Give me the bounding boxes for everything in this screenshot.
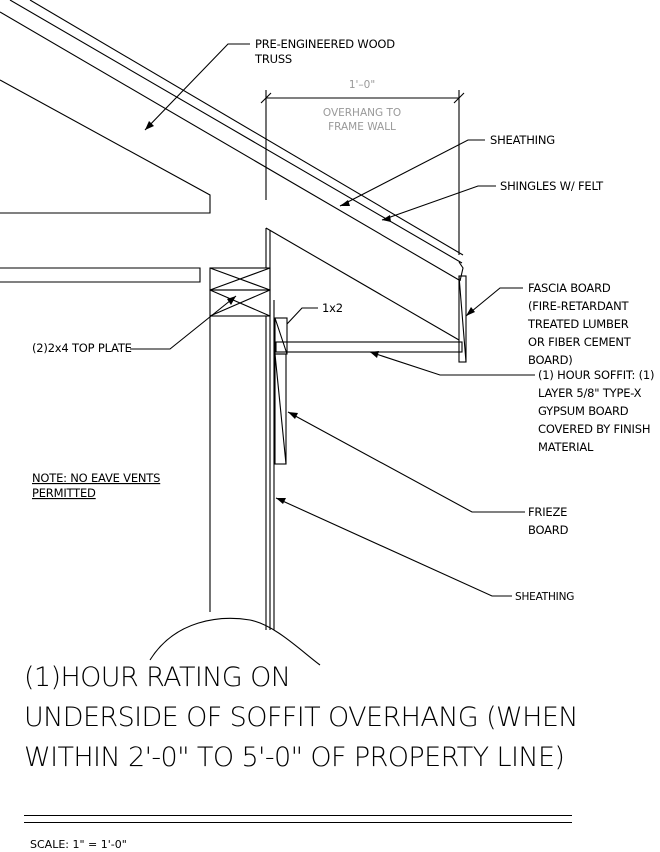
label-fascia-4: OR FIBER CEMENT	[528, 335, 632, 349]
arrow-fascia	[466, 307, 475, 316]
leader-1x2	[286, 307, 318, 325]
leader-sheathing-top	[339, 139, 485, 207]
label-soffit-3: GYPSUM BOARD	[538, 404, 629, 418]
label-top-plate: (2)2x4 TOP PLATE	[32, 341, 132, 355]
ceiling-joist	[0, 267, 201, 283]
frieze-break	[274, 353, 287, 465]
top-plate-lower-x	[209, 289, 271, 317]
label-soffit-4: COVERED BY FINISH	[538, 422, 650, 436]
title-rule-thin	[24, 822, 572, 823]
label-one-by-two: 1x2	[322, 301, 343, 315]
dimension-tick-right	[453, 92, 465, 104]
title-line-1: (1)HOUR RATING ON	[24, 662, 291, 693]
rafter-end	[458, 261, 464, 282]
leader-sheathing-bottom	[275, 497, 512, 597]
title-line-3: WITHIN 2'-0" TO 5'-0" OF PROPERTY LINE)	[24, 742, 565, 773]
label-dimension: 1'–0"	[349, 79, 375, 91]
soffit-board	[275, 341, 463, 353]
label-frieze-2: BOARD	[528, 523, 569, 537]
title-line-2: UNDERSIDE OF SOFFIT OVERHANG (WHEN	[24, 702, 579, 733]
label-overhang-2: FRAME WALL	[328, 121, 396, 133]
label-note-1: NOTE: NO EAVE VENTS	[32, 471, 160, 485]
label-frieze-1: FRIEZE	[528, 505, 567, 519]
wall-sheathing	[269, 230, 275, 630]
leader-soffit	[369, 351, 535, 376]
label-soffit-2: LAYER 5/8" TYPE-X	[538, 386, 642, 400]
top-plate-upper-x	[209, 267, 271, 291]
break-line	[149, 617, 321, 666]
label-shingles: SHINGLES W/ FELT	[500, 179, 604, 193]
leader-frieze	[287, 411, 525, 513]
scale-note: SCALE: 1" = 1'-0"	[30, 838, 127, 851]
leader-truss	[144, 43, 250, 131]
label-overhang-1: OVERHANG TO	[323, 107, 401, 119]
leader-top-plate	[130, 295, 237, 350]
label-sheathing-top: SHEATHING	[490, 133, 555, 147]
arrow-sheathing-bottom	[276, 498, 286, 504]
arrow-soffit	[370, 351, 379, 358]
one-by-two-x	[274, 317, 288, 355]
arrow-truss	[145, 121, 154, 130]
label-fascia-1: FASCIA BOARD	[528, 281, 611, 295]
truss-web	[0, 79, 211, 214]
frieze-board	[274, 353, 287, 465]
leader-fascia	[465, 287, 523, 317]
rafter-tail	[265, 227, 460, 341]
arrow-top-plate	[227, 296, 236, 305]
stud-wall	[209, 316, 267, 630]
label-fascia-5: BOARD)	[528, 353, 573, 367]
dimension-line	[265, 90, 460, 255]
label-fascia-2: (FIRE-RETARDANT	[528, 299, 629, 313]
fascia-break	[458, 275, 467, 363]
label-note-2: PERMITTED	[32, 486, 96, 500]
fascia-board	[458, 275, 467, 363]
label-soffit-1: (1) HOUR SOFFIT: (1)	[538, 368, 654, 382]
leader-shingles	[381, 185, 496, 221]
label-truss-2: TRUSS	[254, 52, 292, 66]
title-rule-thick	[24, 815, 572, 816]
dimension-tick-left	[260, 92, 272, 104]
label-fascia-3: TREATED LUMBER	[527, 317, 629, 331]
arrow-frieze	[288, 412, 298, 419]
label-truss-1: PRE-ENGINEERED WOOD	[255, 37, 395, 51]
label-soffit-5: MATERIAL	[538, 440, 594, 454]
arrow-shingles	[382, 215, 391, 222]
label-sheathing-bottom: SHEATHING	[515, 591, 574, 603]
arrow-sheathing-top	[340, 200, 350, 206]
shingles-line	[29, 0, 464, 256]
